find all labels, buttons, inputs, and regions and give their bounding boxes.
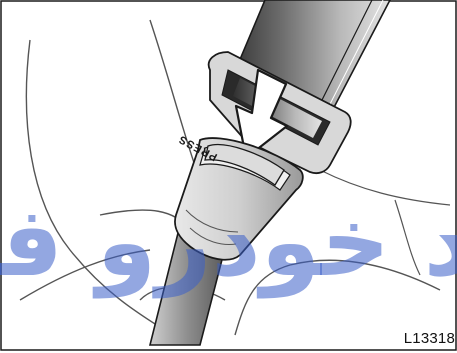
seat-contour-back bbox=[150, 20, 200, 180]
watermark-text: ﺭﺍﺩ ﺧﻮﺩﺭﻭ ﻓﺎﺭ bbox=[0, 186, 457, 299]
figure-code: L13318 bbox=[404, 330, 455, 347]
